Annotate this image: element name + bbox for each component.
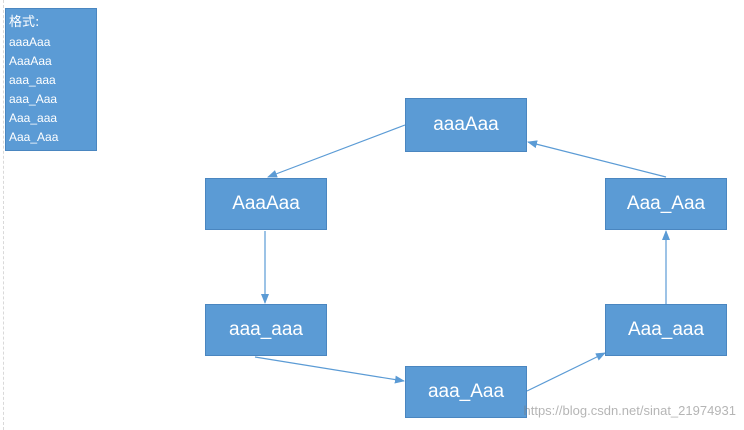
legend-item: AaaAaa bbox=[9, 54, 52, 68]
legend-item: aaaAaa bbox=[9, 35, 51, 49]
node-label: AaaAaa bbox=[232, 193, 300, 214]
node-label: Aaa_Aaa bbox=[626, 193, 706, 214]
legend-item: aaa_Aaa bbox=[9, 92, 58, 106]
node-aaa_Aaa: aaa_Aaa bbox=[405, 366, 527, 418]
node-aaaAaa: aaaAaa bbox=[405, 98, 527, 152]
legend-item: Aaa_aaa bbox=[9, 111, 58, 125]
node-Aaa_Aaa: Aaa_Aaa bbox=[605, 178, 727, 230]
node-label: aaaAaa bbox=[433, 114, 499, 135]
arrow-right1-to-top bbox=[527, 140, 667, 178]
format-legend: 格式: aaaAaa AaaAaa aaa_aaa aaa_Aaa Aaa_aa… bbox=[5, 8, 97, 151]
node-label: aaa_Aaa bbox=[427, 381, 505, 402]
node-Aaa_aaa: Aaa_aaa bbox=[605, 304, 727, 356]
legend-title: 格式: bbox=[9, 15, 40, 30]
node-aaa_aaa: aaa_aaa bbox=[205, 304, 327, 356]
arrow-bottom-to-right2 bbox=[526, 352, 606, 392]
node-AaaAaa: AaaAaa bbox=[205, 178, 327, 230]
watermark-url: https://blog.csdn.net/sinat_21974931 bbox=[523, 403, 737, 418]
arrow-left2-to-bottom bbox=[254, 356, 405, 384]
node-label: Aaa_aaa bbox=[627, 319, 705, 340]
arrow-top-to-left1 bbox=[267, 124, 406, 178]
legend-item: Aaa_Aaa bbox=[9, 130, 59, 144]
node-label: aaa_aaa bbox=[229, 319, 303, 340]
legend-item: aaa_aaa bbox=[9, 73, 56, 87]
page-edge-divider bbox=[3, 0, 4, 430]
